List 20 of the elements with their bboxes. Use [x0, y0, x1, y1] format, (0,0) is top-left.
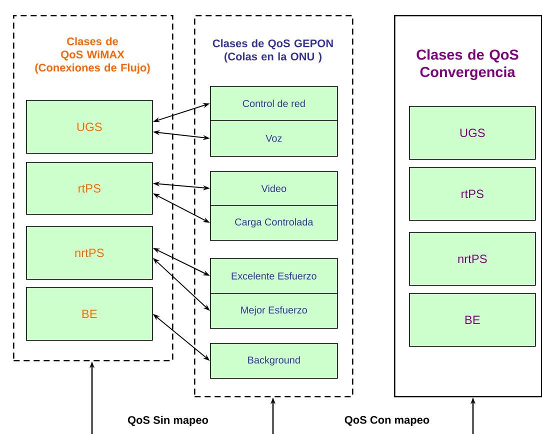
group-title: Clases de QoS WiMAX (Conexiones de Flujo) [35, 37, 150, 74]
class-box: BE [26, 287, 153, 341]
axis-label: QoS Sin mapeo [126, 414, 210, 428]
class-box: Voz [210, 120, 338, 157]
class-box: Video [210, 170, 338, 206]
class-box: Carga Controlada [210, 204, 338, 241]
class-box: nrtPS [26, 226, 153, 280]
class-box: Mejor Esfuerzo [210, 293, 338, 329]
class-box: UGS [409, 106, 536, 160]
axis-label: QoS Con mapeo [343, 415, 431, 427]
class-box: rtPS [409, 166, 536, 221]
class-box: Excelente Esfuerzo [210, 258, 338, 294]
class-box: Control de red [210, 86, 338, 121]
group-title: Clases de QoS GEPON (Colas en la ONU ) [212, 39, 333, 63]
class-box: BE [409, 293, 536, 347]
group-title: Clases de QoS Convergencia [416, 49, 518, 80]
class-box: UGS [26, 100, 153, 154]
class-box: Background [210, 343, 338, 379]
class-box: nrtPS [409, 232, 536, 286]
class-box: rtPS [26, 162, 153, 215]
